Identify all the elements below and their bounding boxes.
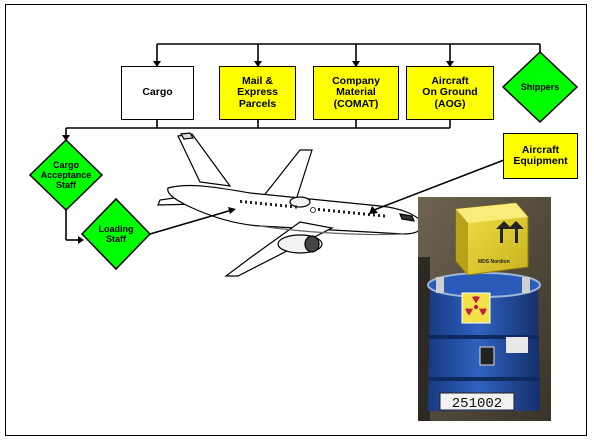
aircraft-equipment-box: Aircraft Equipment	[503, 133, 578, 179]
comat-box: Company Material (COMAT)	[313, 66, 399, 120]
airplane-windows	[240, 200, 385, 218]
top-arrowheads	[153, 61, 454, 67]
orientation-arrow-icon-2	[508, 221, 524, 229]
shippers-diamond	[501, 50, 579, 124]
staff-to-plane-lines	[149, 159, 505, 235]
mail-express-parcels-box: Mail & Express Parcels	[219, 66, 296, 120]
cargo-acceptance-diamond	[28, 138, 104, 212]
loading-staff-label: Loading Staff	[98, 224, 134, 244]
aog-box: Aircraft On Ground (AOG)	[406, 66, 494, 120]
box-label-text: MDS Nordion	[478, 259, 510, 265]
airplane-logo-icon	[310, 207, 316, 213]
loading-staff-diamond	[80, 197, 152, 271]
arrow-to-loading	[78, 236, 84, 244]
arrow-into-plane-left	[228, 207, 236, 214]
cargo-box: Cargo	[121, 66, 194, 120]
drum-illustration: MDS Nordion 251002	[418, 197, 551, 421]
arrow-into-plane-right	[369, 206, 378, 214]
top-connector	[156, 43, 541, 66]
airplane-illustration	[157, 132, 424, 277]
radiation-trefoil-icon	[465, 296, 487, 316]
orientation-arrow-icon	[496, 221, 512, 229]
radioactive-package-photo: MDS Nordion 251002	[418, 197, 551, 421]
shippers-label: Shippers	[520, 82, 560, 92]
drum-number-text: 251002	[452, 396, 502, 412]
cargo-acceptance-label: Cargo Acceptance Staff	[40, 160, 92, 190]
arrow-to-acceptance	[62, 135, 70, 141]
